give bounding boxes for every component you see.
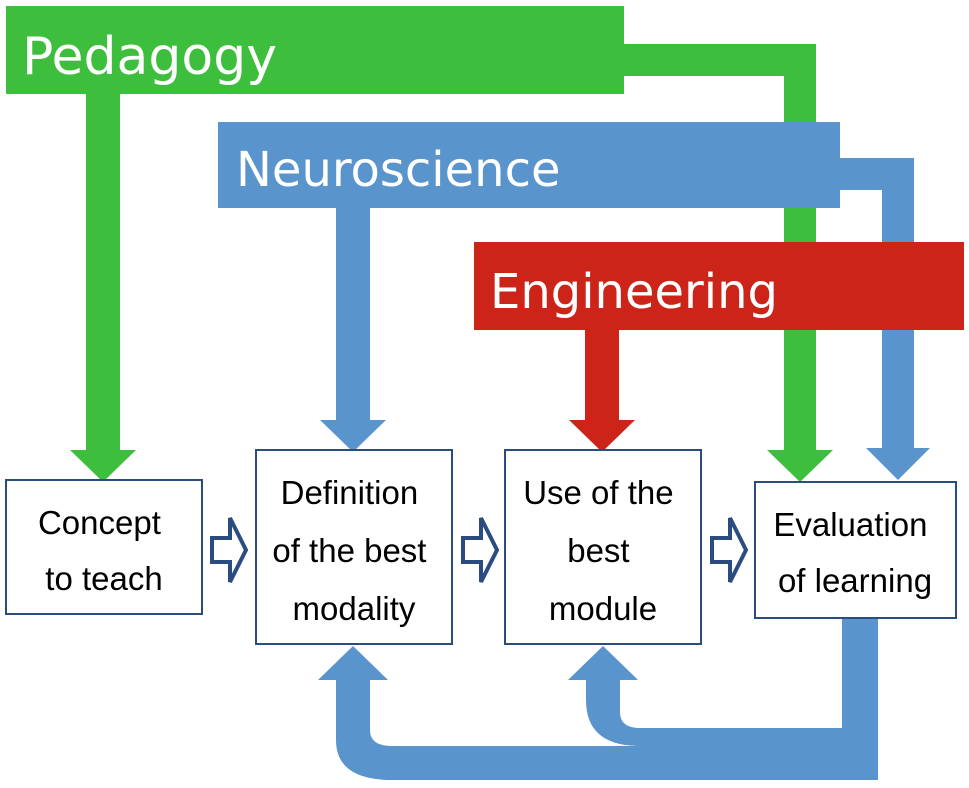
neuroscience-to-definition-arrowhead [320, 420, 386, 452]
pedagogy-to-concept-connector [86, 92, 120, 452]
neuroscience-to-definition-connector [336, 206, 370, 424]
definition-line-1: Definition [281, 474, 419, 511]
pedagogy-to-concept-arrowhead [70, 450, 136, 482]
svg-text:Use of the best mo: Use of the best module [523, 474, 683, 627]
pedagogy-band: Pedagogy [6, 6, 624, 94]
feedback-to-definition-arrowhead [318, 646, 388, 680]
engineering-to-use-connector [585, 328, 619, 424]
pedagogy-to-evaluation-arrowhead [767, 450, 833, 482]
use-line-2: best [567, 532, 629, 569]
definition-line-3: modality [293, 590, 416, 627]
feedback-to-use-connector [586, 678, 842, 746]
concept-line-1: Concept [38, 504, 161, 541]
flow-arrow-definition-to-use [461, 517, 500, 583]
process-box-use: Use of the best module [504, 449, 702, 645]
concept-line-2: to teach [45, 560, 162, 597]
use-line-3: module [549, 590, 657, 627]
feedback-to-definition-connector [336, 618, 878, 780]
process-box-evaluation: Evaluation of learning [754, 481, 957, 619]
process-box-definition: Definition of the best modality [255, 449, 453, 645]
feedback-loop [318, 618, 878, 780]
flow-arrow-concept-to-definition [210, 517, 249, 583]
engineering-band: Engineering [474, 242, 964, 330]
svg-text:Evaluation of learning: Evaluation of learning [773, 506, 936, 599]
evaluation-line-1: Evaluation [773, 506, 927, 543]
neuroscience-label: Neuroscience [236, 142, 561, 198]
engineering-label: Engineering [490, 264, 778, 320]
pedagogy-to-evaluation-connector [620, 44, 816, 452]
neuroscience-to-evaluation-arrowhead [866, 448, 930, 480]
definition-line-2: of the best [272, 532, 426, 569]
flow-arrows [210, 517, 749, 583]
engineering-connectors [569, 328, 635, 452]
svg-text:Concept to teach: Concept to teach [38, 504, 170, 597]
neuroscience-band: Neuroscience [218, 122, 840, 208]
process-box-concept: Concept to teach [5, 479, 203, 615]
pedagogy-label: Pedagogy [22, 27, 277, 87]
flow-arrow-use-to-evaluation [710, 517, 749, 583]
feedback-to-use-arrowhead [568, 646, 638, 680]
pedagogy-connectors [70, 44, 833, 482]
use-line-1: Use of the [523, 474, 673, 511]
svg-text:Definition of the best: Definition of the best modality [272, 474, 435, 627]
engineering-to-use-arrowhead [569, 420, 635, 452]
evaluation-line-2: of learning [778, 562, 932, 599]
